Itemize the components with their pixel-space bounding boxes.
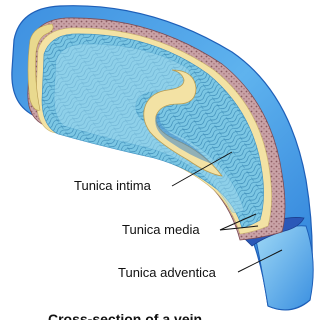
label-tunica-intima: Tunica intima <box>74 178 152 193</box>
diagram-caption: Cross-section of a vein <box>48 311 202 320</box>
label-tunica-adventica: Tunica adventica <box>118 265 217 280</box>
label-tunica-media: Tunica media <box>122 222 200 237</box>
